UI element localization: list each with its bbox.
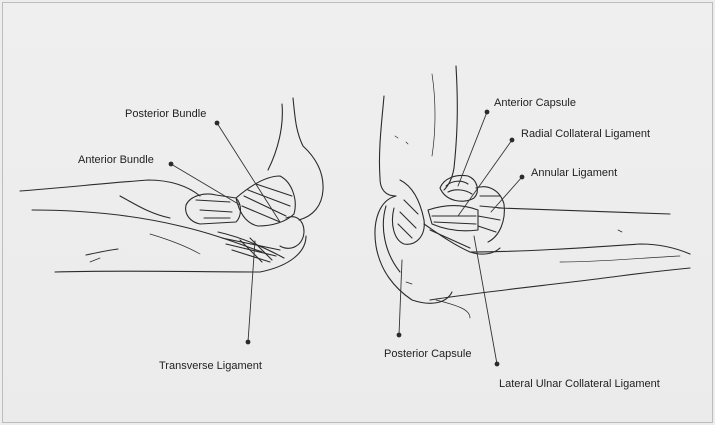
dot-annular-ligament bbox=[519, 174, 525, 180]
label-annular-ligament: Annular Ligament bbox=[531, 167, 618, 179]
lateral-forearm-top bbox=[497, 207, 671, 215]
medial-forearm-bottom bbox=[54, 235, 307, 273]
leader-anterior-bundle bbox=[170, 163, 241, 206]
anterior-bundle-shape bbox=[185, 193, 242, 225]
label-radial-collateral-ligament: Radial Collateral Ligament bbox=[521, 128, 651, 140]
medial-forearm-mid bbox=[31, 209, 263, 253]
label-lateral-ulnar-collateral-ligament: Lateral Ulnar Collateral Ligament bbox=[499, 378, 660, 390]
lateral-elbow-sketch bbox=[374, 65, 691, 319]
lateral-forearm-bottom bbox=[429, 267, 691, 301]
leader-lateral-ulnar-collateral-ligament bbox=[473, 235, 498, 365]
label-posterior-bundle: Posterior Bundle bbox=[125, 108, 207, 120]
dot-posterior-capsule bbox=[396, 332, 402, 338]
medial-elbow-sketch bbox=[19, 97, 324, 273]
lateral-humerus-right bbox=[443, 65, 458, 191]
dot-anterior-capsule bbox=[484, 109, 490, 115]
posterior-bundle-shape bbox=[235, 175, 296, 227]
label-posterior-capsule: Posterior Capsule bbox=[384, 348, 472, 360]
medial-upper-arm-inner bbox=[267, 103, 283, 171]
lateral-forearm-mid bbox=[469, 243, 691, 255]
dot-posterior-bundle bbox=[214, 120, 220, 126]
label-anterior-bundle: Anterior Bundle bbox=[78, 154, 154, 166]
radial-collateral-ligament-shape bbox=[427, 204, 479, 232]
posterior-capsule-outline bbox=[374, 195, 453, 304]
leader-annular-ligament bbox=[490, 176, 523, 213]
medial-epicondyle bbox=[279, 216, 305, 249]
dot-anterior-bundle bbox=[168, 161, 174, 167]
label-anterior-capsule: Anterior Capsule bbox=[494, 97, 576, 109]
transverse-ligament-shape bbox=[217, 231, 285, 259]
label-transverse-ligament: Transverse Ligament bbox=[159, 360, 262, 372]
leader-anterior-capsule bbox=[457, 111, 488, 187]
annular-ligament-shape bbox=[475, 186, 505, 243]
leader-posterior-bundle bbox=[216, 122, 281, 223]
leader-posterior-capsule bbox=[398, 259, 403, 336]
leader-transverse-ligament bbox=[247, 240, 256, 343]
leader-radial-collateral-ligament bbox=[457, 139, 513, 217]
dot-lateral-ulnar-collateral-ligament bbox=[494, 361, 500, 367]
radial-head bbox=[439, 174, 478, 202]
lateral-ulnar-collateral-ligament-shape bbox=[423, 223, 501, 255]
dot-radial-collateral-ligament bbox=[509, 137, 515, 143]
medial-upper-arm-outline bbox=[292, 97, 324, 221]
dot-transverse-ligament bbox=[245, 339, 251, 345]
lateral-humerus-left bbox=[378, 95, 397, 197]
medial-forearm-top bbox=[19, 179, 201, 197]
